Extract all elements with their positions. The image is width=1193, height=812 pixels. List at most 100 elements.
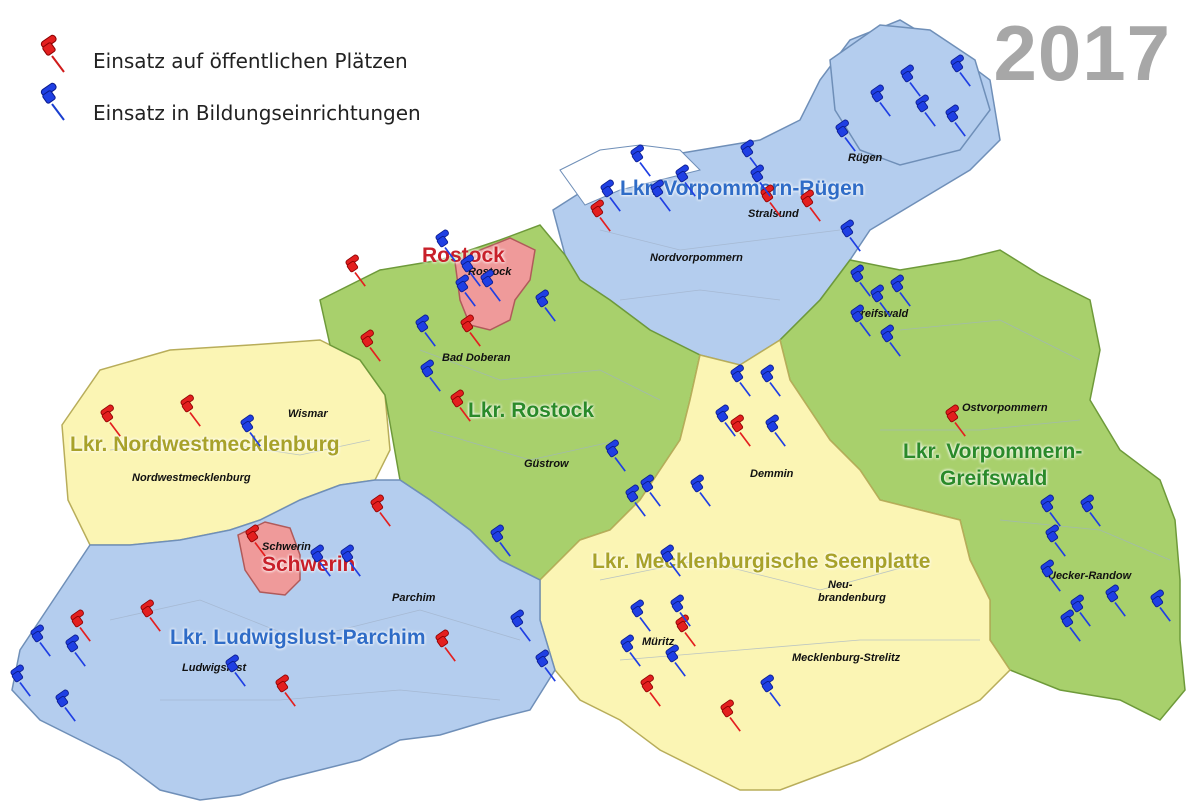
blue-pin-icon	[945, 104, 966, 137]
red-pin-icon	[675, 614, 696, 647]
blue-pin-icon	[620, 634, 641, 667]
blue-pin-icon	[650, 179, 671, 212]
blue-pin-icon	[690, 474, 711, 507]
place-stralsund: Stralsund	[748, 208, 799, 220]
blue-pin-icon	[310, 544, 331, 577]
blue-pin-icon	[480, 269, 501, 302]
blue-pin-icon	[665, 644, 686, 677]
place-bad-doberan: Bad Doberan	[442, 352, 511, 364]
blue-pin-icon	[760, 364, 781, 397]
place-mecklenburg-strelitz: Mecklenburg-Strelitz	[792, 652, 901, 664]
blue-pin-icon	[1045, 524, 1066, 557]
blue-pin-icon	[760, 674, 781, 707]
blue-pin-icon	[675, 164, 696, 197]
red-pin-icon	[360, 329, 381, 362]
blue-pin-icon	[10, 664, 31, 697]
blue-pin-icon	[880, 324, 901, 357]
red-pin-icon	[800, 189, 821, 222]
blue-pin-icon	[225, 654, 246, 687]
blue-pin-icon	[765, 414, 786, 447]
place-mueritz: Müritz	[642, 636, 675, 648]
place-uecker-randow: Uecker-Randow	[1048, 570, 1132, 582]
place-nordwestmecklenburg: Nordwestmecklenburg	[132, 472, 251, 484]
district-vorpommern-greifswald-line1: Lkr. Vorpommern-	[903, 440, 1083, 463]
place-ostvorpommern: Ostvorpommern	[962, 402, 1048, 414]
blue-pin-icon	[835, 119, 856, 152]
blue-pin-icon	[1040, 559, 1061, 592]
district-nordwestmecklenburg: Lkr. Nordwestmecklenburg	[70, 433, 340, 456]
blue-pin-icon	[600, 179, 621, 212]
bay-water	[559, 144, 701, 206]
blue-pin-icon	[1080, 494, 1101, 527]
blue-pin-icon	[420, 359, 441, 392]
place-parchim: Parchim	[392, 592, 436, 604]
place-greifswald: Greifswald	[852, 308, 909, 320]
blue-pin-icon	[950, 54, 971, 87]
place-schwerin: Schwerin	[262, 541, 311, 553]
city-schwerin: Schwerin	[262, 553, 356, 576]
blue-pin-icon	[900, 64, 921, 97]
blue-pin-icon	[490, 524, 511, 557]
blue-pin-icon	[625, 484, 646, 517]
district-vorpommern-greifswald-line2: Greifswald	[940, 467, 1048, 490]
blue-pin-icon	[915, 94, 936, 127]
blue-pin-icon	[340, 544, 361, 577]
region-mecklenburgische-seenplatte	[539, 338, 1011, 791]
district-lkr-rostock: Lkr. Rostock	[468, 399, 595, 422]
red-pin-icon	[140, 599, 161, 632]
blue-pin-icon	[850, 264, 871, 297]
blue-pin-icon	[630, 144, 651, 177]
blue-pin-icon	[455, 274, 476, 307]
legend-public: Einsatz auf öffentlichen Plätzen	[93, 49, 408, 73]
blue-pin-icon	[1040, 494, 1061, 527]
red-pin-icon	[70, 609, 91, 642]
blue-pin-icon	[1150, 589, 1171, 622]
blue-pin-icon	[435, 229, 456, 262]
blue-pin-icon	[240, 414, 261, 447]
blue-pin-icon	[510, 609, 531, 642]
place-neubrandenburg-1: Neu-	[828, 579, 853, 591]
blue-pin-icon	[535, 289, 556, 322]
blue-pin-icon	[65, 634, 86, 667]
red-pin-icon	[245, 524, 266, 557]
district-ludwigslust-parchim: Lkr. Ludwigslust-Parchim	[170, 626, 426, 649]
red-pin-icon	[370, 494, 391, 527]
blue-pin-icon	[1060, 609, 1081, 642]
blue-pin-icon	[750, 164, 771, 197]
blue-pin-icon	[890, 274, 911, 307]
blue-pin-icon	[1070, 594, 1091, 627]
place-wismar: Wismar	[288, 408, 328, 420]
red-pin-icon	[760, 184, 781, 217]
legend-education: Einsatz in Bildungseinrichtungen	[93, 101, 421, 125]
year-label: 2017	[993, 9, 1171, 97]
municipal-borders	[109, 229, 1171, 701]
blue-pin-icon	[715, 404, 736, 437]
red-pin-icon	[460, 314, 481, 347]
place-neubrandenburg-2: brandenburg	[818, 592, 886, 604]
red-pin-icon	[435, 629, 456, 662]
red-pin-icon	[275, 674, 296, 707]
blue-pin-icon	[730, 364, 751, 397]
blue-pin-icon	[640, 474, 661, 507]
blue-pin-icon	[460, 254, 481, 287]
place-ruegen: Rügen	[848, 152, 883, 164]
blue-pin-icon	[670, 594, 691, 627]
red-pin-icon	[590, 199, 611, 232]
red-pin-icon	[40, 34, 65, 73]
region-ruegen-island	[829, 24, 991, 166]
city-rostock: Rostock	[422, 244, 505, 267]
blue-pin-icon	[630, 599, 651, 632]
district-mecklenburgische-seenplatte: Lkr. Mecklenburgische Seenplatte	[592, 550, 931, 573]
red-pin-icon	[180, 394, 201, 427]
blue-pin-icon	[870, 84, 891, 117]
blue-pin-icon	[840, 219, 861, 252]
place-guestrow: Güstrow	[524, 458, 569, 470]
blue-pin-icon	[415, 314, 436, 347]
blue-pin-icon	[870, 284, 891, 317]
red-pin-icon	[720, 699, 741, 732]
blue-pin-icon	[55, 689, 76, 722]
region-ludwigslust-parchim	[11, 479, 556, 801]
red-pin-icon	[450, 389, 471, 422]
place-demmin: Demmin	[750, 468, 794, 480]
